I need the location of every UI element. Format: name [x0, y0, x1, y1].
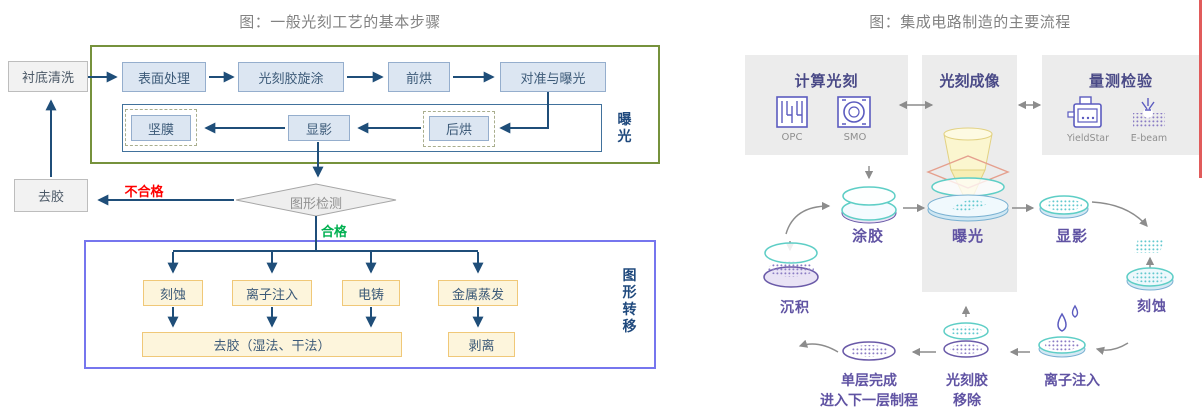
develop-wafer-icon [1039, 195, 1089, 219]
transfer-group-frame [84, 240, 656, 369]
ion-implant-label: 离子注入 [1044, 373, 1100, 389]
opc-icon [776, 96, 808, 128]
yieldstar-label: YieldStar [1066, 133, 1110, 144]
ebeam-label: E-beam [1130, 133, 1168, 144]
deposit-label: 沉积 [780, 300, 810, 316]
inspection-label: 图形检测 [289, 197, 342, 212]
box-strip-wet-dry: 去胶（湿法、干法） [142, 332, 402, 357]
box-strip-resist: 去胶 [14, 179, 88, 212]
expose-label: 曝光 [951, 227, 984, 245]
box-substrate-clean: 衬底清洗 [8, 61, 88, 92]
develop-label: 显影 [1055, 227, 1088, 245]
resist-remove-label-line1: 光刻胶 [946, 373, 988, 389]
coat-label: 涂胶 [851, 227, 884, 245]
box-metal-evap: 金属蒸发 [438, 280, 518, 306]
layer-done-label-line1: 单层完成 [841, 373, 897, 389]
exposure-inner-frame [122, 104, 602, 152]
panel-title-litho-imaging: 光刻成像 [939, 72, 1000, 90]
transfer-group-label: 图形转移 [622, 268, 637, 335]
curve-develop-to-etch [1091, 201, 1148, 227]
panel-title-comp-litho: 计算光刻 [794, 72, 859, 90]
box-soft-bake: 前烘 [388, 62, 450, 92]
box-develop: 显影 [288, 115, 350, 141]
curve-etch-to-implant [1095, 342, 1129, 355]
ebeam-icon [1133, 98, 1165, 128]
resist-remove-label-line2: 移除 [953, 393, 981, 409]
box-align-expose: 对准与曝光 [500, 62, 606, 92]
box-post-bake: 后烘 [429, 116, 489, 141]
pass-label: 合格 [321, 225, 348, 240]
box-liftoff: 剥离 [448, 332, 515, 357]
curve-done-return [798, 339, 839, 353]
etch-wafer-icon [1126, 239, 1174, 291]
box-electroform: 电铸 [342, 280, 400, 306]
opc-label: OPC [781, 132, 803, 143]
etch-label: 刻蚀 [1137, 299, 1167, 315]
yieldstar-icon [1067, 96, 1102, 128]
box-hard-bake: 坚膜 [131, 115, 191, 141]
layer-done-label-line2: 进入下一层制程 [820, 393, 918, 409]
exposure-light-cone-icon [926, 127, 1010, 222]
panel-metrology [1042, 55, 1200, 155]
ion-implant-icon [1038, 304, 1086, 358]
box-spin-coat: 光刻胶旋涂 [238, 62, 344, 92]
expose-wafer-pattern [950, 198, 988, 212]
inspection-diamond [235, 183, 397, 217]
smo-icon [837, 96, 871, 128]
box-ion-implant: 离子注入 [232, 280, 312, 306]
left-diagram-title: 图：一般光刻工艺的基本步骤 [239, 13, 441, 31]
box-etch: 刻蚀 [143, 280, 203, 306]
fail-label: 不合格 [124, 185, 164, 200]
drop-icon [1057, 312, 1067, 332]
hard-bake-dashed-frame [125, 109, 197, 146]
exposure-group-frame [90, 45, 660, 164]
deposit-wafer-icon [763, 242, 819, 288]
drop-small-icon [1071, 304, 1079, 318]
panel-computational-litho [745, 55, 908, 155]
panel-title-metrology: 量测检验 [1088, 72, 1153, 90]
post-bake-dashed-frame [423, 111, 495, 147]
box-surface-treat: 表面处理 [122, 62, 206, 92]
smo-label: SMO [843, 132, 867, 143]
lens-ring-icon [931, 177, 1005, 197]
right-diagram-title: 图：集成电路制造的主要流程 [869, 13, 1071, 31]
curve-deposit-to-coat [785, 201, 831, 235]
page-edge-red-line [1199, 0, 1202, 178]
layer-done-wafer-icon [842, 341, 896, 361]
coat-wafer-icon [841, 186, 897, 224]
resist-remove-icon [943, 322, 989, 358]
exposure-group-label: 曝光 [617, 112, 632, 145]
arrow-align-to-postbake [499, 92, 549, 134]
